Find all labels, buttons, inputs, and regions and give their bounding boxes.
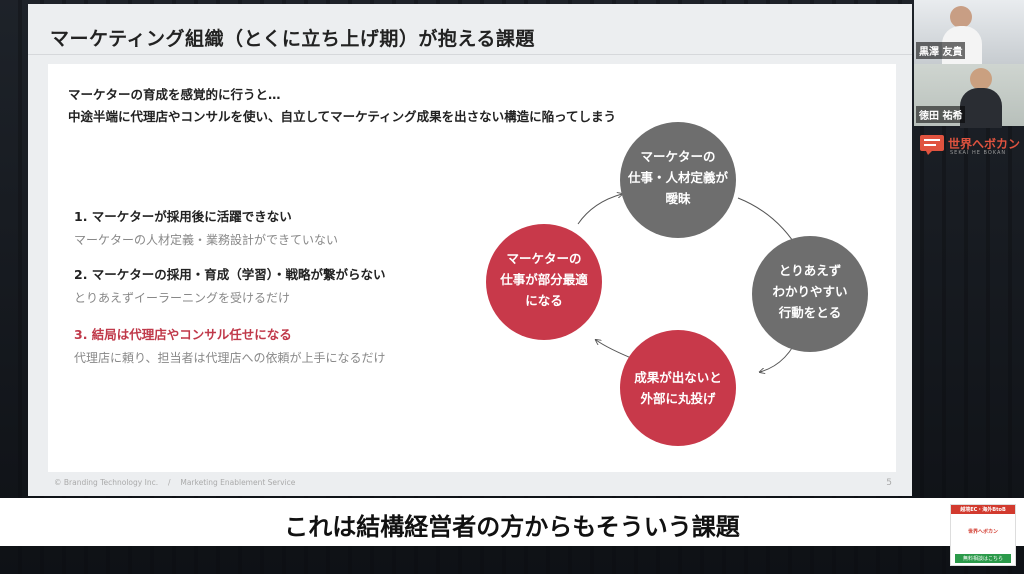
cycle-bottom-line-1: 成果が出ないと (634, 370, 722, 385)
issue-3: 3. 結局は代理店やコンサル任せになる 代理店に頼り、担当者は代理店への依頼が上… (74, 324, 386, 366)
cycle-right-line-3: 行動をとる (778, 305, 842, 320)
promo-badge-brand: 世界へボカン (967, 529, 998, 535)
cycle-left-line-1: マーケターの (506, 251, 581, 266)
caption-bar (0, 498, 1024, 546)
cycle-top-line-1: マーケターの (640, 149, 715, 164)
webcam-panel: 黒澤 友貴 徳田 祐希 (914, 0, 1024, 128)
slide-footer-company: © Branding Technology Inc. / Marketing E… (54, 478, 296, 487)
issue-3-heading: 3. 結局は代理店やコンサル任せになる (74, 327, 292, 342)
cycle-node-top (620, 122, 736, 238)
intro-text: マーケターの育成を感覚的に行うと… 中途半端に代理店やコンサルを使い、自立してマ… (68, 84, 616, 128)
content-panel: マーケターの育成を感覚的に行うと… 中途半端に代理店やコンサルを使い、自立してマ… (48, 64, 896, 472)
caption-text: これは結構経営者の方からもそういう課題 (284, 513, 740, 541)
participant-1-head (950, 6, 972, 28)
cycle-top-line-2: 仕事・人材定義が (627, 170, 729, 185)
promo-badge-top: 越境EC・海外BtoB (951, 505, 1015, 514)
presentation-slide: マーケティング組織（とくに立ち上げ期）が抱える課題 マーケターの育成を感覚的に行… (28, 4, 912, 496)
issue-2-sub: とりあえずイーラーニングを受けるだけ (74, 291, 291, 305)
issue-1-heading: 1. マーケターが採用後に活躍できない (74, 209, 292, 224)
promo-badge[interactable]: 越境EC・海外BtoB 世界へボカン 無料相談はこちら (950, 504, 1016, 566)
intro-line-1: マーケターの育成を感覚的に行うと… (68, 87, 281, 102)
webcam-feed-1: 黒澤 友貴 (914, 0, 1024, 66)
issue-1: 1. マーケターが採用後に活躍できない マーケターの人材定義・業務設計ができてい… (74, 206, 338, 248)
cycle-left-line-3: になる (525, 293, 563, 308)
issue-2-heading: 2. マーケターの採用・育成（学習）・戦略が繋がらない (74, 267, 386, 282)
arrow-left-to-top (577, 194, 622, 225)
cycle-node-bottom (620, 330, 736, 446)
title-divider (28, 54, 912, 55)
cycle-top-line-3: 曖昧 (665, 191, 691, 206)
cycle-left-line-2: 仕事が部分最適 (499, 272, 588, 287)
promo-badge-cta[interactable]: 無料相談はこちら (955, 554, 1011, 563)
slide-page-number: 5 (886, 478, 892, 488)
issue-3-sub: 代理店に頼り、担当者は代理店への依頼が上手になるだけ (74, 351, 386, 365)
slide-title: マーケティング組織（とくに立ち上げ期）が抱える課題 (50, 28, 535, 50)
brand-logo-icon (920, 135, 944, 155)
problem-cycle-diagram: マーケターの 仕事・人材定義が 曖昧 とりあえず わかりやすい 行動をとる 成果… (486, 122, 868, 446)
cycle-node-left (486, 224, 602, 340)
participant-2-head (970, 68, 992, 90)
participant-2-body (960, 88, 1002, 128)
cycle-node-right (752, 236, 868, 352)
brand-subtitle: SEKAI HE BOKAN (950, 150, 1007, 156)
webcam-feed-2: 徳田 祐希 (914, 64, 1024, 128)
intro-line-2: 中途半端に代理店やコンサルを使い、自立してマーケティング成果を出さない構造に陥っ… (68, 109, 617, 124)
issue-1-sub: マーケターの人材定義・業務設計ができていない (74, 233, 339, 247)
cycle-right-line-1: とりあえず (779, 263, 842, 278)
cycle-right-line-2: わかりやすい (772, 284, 847, 299)
participant-1-name: 黒澤 友貴 (916, 42, 966, 59)
participant-2-name: 徳田 祐希 (916, 106, 966, 123)
brand-name: 世界へボカン (948, 137, 1021, 151)
cycle-bottom-line-2: 外部に丸投げ (639, 391, 716, 406)
issue-2: 2. マーケターの採用・育成（学習）・戦略が繋がらない とりあえずイーラーニング… (74, 264, 386, 306)
